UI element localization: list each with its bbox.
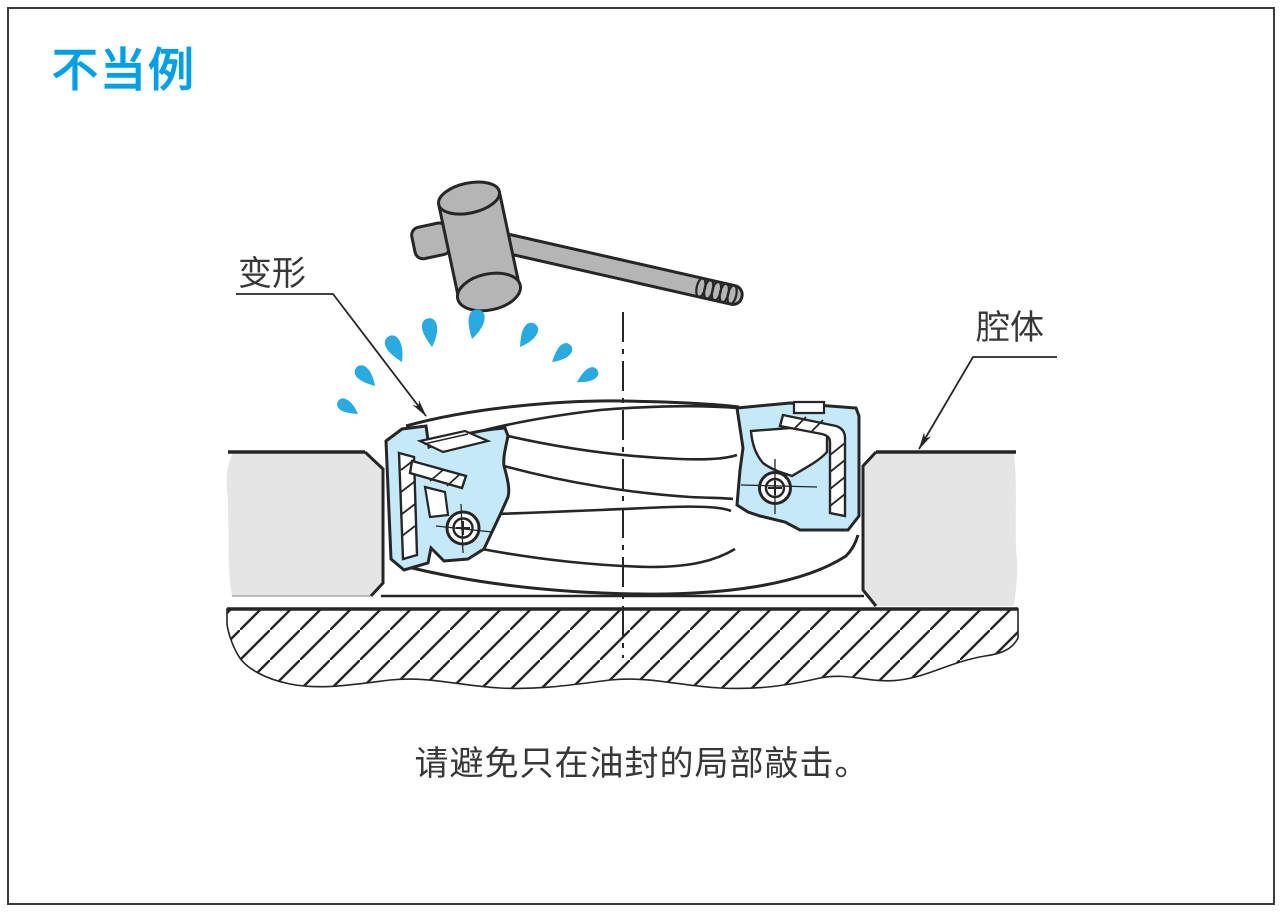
housing-left-block (226, 452, 383, 596)
mallet-head (410, 180, 523, 313)
seal-right-cross-section (735, 400, 861, 532)
deformation-leader-line (236, 293, 427, 417)
mallet-handle (498, 233, 744, 306)
leader-lines (236, 293, 1057, 450)
figure-border (7, 7, 1275, 905)
housing-leader-line (918, 356, 1057, 450)
label-housing: 腔体 (976, 309, 1044, 347)
figure-caption: 请避免只在油封的局部敲击。 (414, 745, 870, 783)
page-title: 不当例 (52, 44, 196, 96)
mallet-illustration (410, 180, 744, 313)
impact-splash-droplets (337, 309, 599, 414)
housing-cross-section (226, 450, 1018, 607)
label-deformation: 变形 (238, 255, 306, 293)
housing-right-block (863, 452, 1018, 606)
seal-left-cross-section (384, 424, 511, 572)
handle-grip-threads (695, 277, 738, 306)
